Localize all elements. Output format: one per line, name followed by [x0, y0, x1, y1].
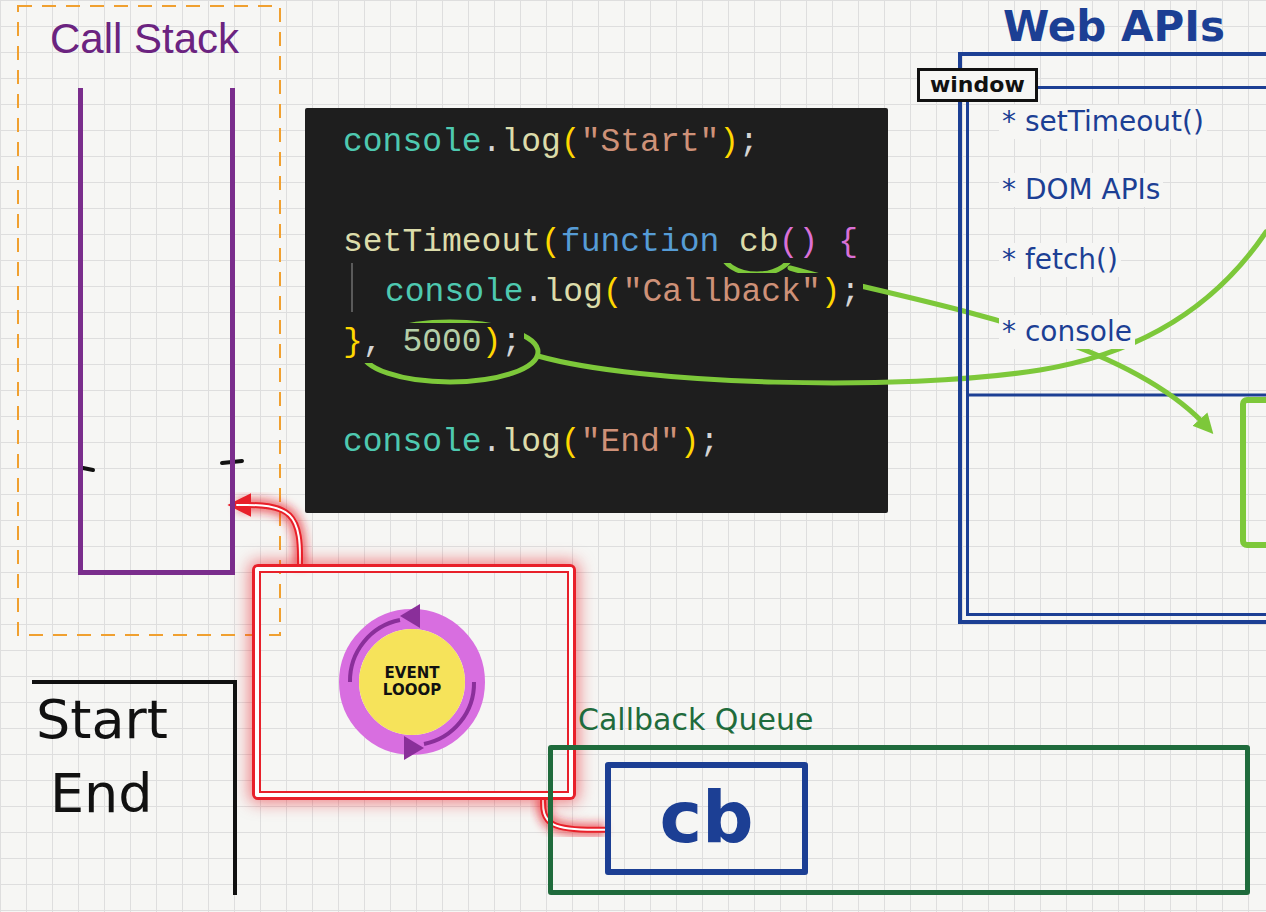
callback-queue: Callback Queuecb: [548, 745, 1250, 895]
connector-highlight: [237, 505, 300, 567]
text-slot: console.log("Start");: [340, 123, 762, 163]
code-line: setTimeout(function cb() {: [340, 223, 861, 263]
tick-mark: [83, 468, 93, 470]
code-token: }: [343, 324, 363, 361]
code-token: log: [501, 124, 560, 161]
flow-arrow: [237, 505, 300, 567]
code-token: .: [482, 124, 502, 161]
panel-divider: [969, 394, 1266, 397]
text-slot: window: [917, 68, 1038, 102]
api-item: * console: [999, 315, 1135, 349]
call-stack-frame: [18, 6, 280, 635]
text-slot: * setTimeout(): [999, 105, 1207, 139]
panel-heading: Web APIs: [1003, 6, 1225, 48]
text-slot: EVENT LOOOP: [371, 665, 453, 700]
code-token: cb: [739, 224, 779, 261]
text-slot: End: [50, 762, 153, 827]
code-token: {: [838, 224, 858, 261]
code-token: ;: [501, 324, 521, 361]
code-token: (: [779, 224, 799, 261]
api-item: * DOM APIs: [999, 173, 1163, 207]
code-token: ;: [739, 124, 759, 161]
code-token: 5000: [402, 324, 481, 361]
output-line: Start: [36, 688, 168, 753]
code-token: [383, 324, 403, 361]
text-slot: Callback Queue: [578, 702, 813, 738]
callback-label: cb: [611, 774, 802, 860]
text-slot: * console: [999, 315, 1135, 349]
callback-leader: [790, 268, 1208, 428]
text-slot: console.log("End");: [340, 423, 722, 463]
console-output: StartEnd: [32, 680, 237, 895]
code-background: [305, 108, 888, 513]
text-slot: setTimeout(function cb() {: [340, 223, 861, 263]
loop-arrow: [400, 604, 420, 628]
code-token: function: [561, 224, 719, 261]
code-token: ;: [841, 274, 861, 311]
code-token: ): [821, 274, 841, 311]
text-slot: console.log("Callback");: [382, 273, 863, 313]
code-panel: console.log("Start");setTimeout(function…: [305, 108, 888, 513]
event-loop-box: EVENT LOOOP: [255, 567, 573, 797]
text-slot: * DOM APIs: [999, 173, 1163, 207]
indent-guide: [351, 262, 353, 312]
stack-heading: Call Stack: [50, 14, 239, 64]
code-token: "Start": [581, 124, 720, 161]
code-token: .: [524, 274, 544, 311]
code-token: ;: [700, 424, 720, 461]
api-item: * fetch(): [999, 243, 1121, 277]
text-slot: * fetch(): [999, 243, 1121, 277]
loop-core: [359, 629, 465, 735]
text-slot: Web APIs: [1003, 6, 1225, 48]
code-token: ): [680, 424, 700, 461]
callback-item: cb: [605, 762, 808, 875]
code-token: log: [543, 274, 602, 311]
code-token: [719, 224, 739, 261]
text-slot: cb: [611, 774, 802, 860]
code-token: [818, 224, 838, 261]
code-token: console: [343, 124, 482, 161]
timer-box: [1243, 400, 1266, 545]
call-stack: Call Stack: [78, 88, 235, 575]
text-slot: }, 5000);: [340, 323, 524, 363]
code-token: "End": [581, 424, 680, 461]
output-line: End: [50, 762, 153, 827]
code-token: ,: [363, 324, 383, 361]
code-token: log: [501, 424, 560, 461]
code-line: console.log("End");: [340, 423, 722, 463]
window-tab: window: [917, 68, 1038, 102]
code-token: console: [385, 274, 524, 311]
loop-arrow: [404, 736, 424, 760]
window-box: window* setTimeout()* DOM APIs* fetch()*…: [966, 86, 1266, 616]
code-token: setTimeout: [343, 224, 541, 261]
text-slot: Start: [36, 688, 168, 753]
code-token: (: [561, 424, 581, 461]
code-line: console.log("Callback");: [382, 273, 863, 313]
queue-heading: Callback Queue: [578, 702, 813, 738]
code-line: }, 5000);: [340, 323, 524, 363]
code-token: ): [482, 324, 502, 361]
connector-glow: [237, 505, 300, 567]
code-token: console: [343, 424, 482, 461]
code-line: console.log("Start");: [340, 123, 762, 163]
code-token: (: [541, 224, 561, 261]
code-token: ): [799, 224, 819, 261]
code-token: (: [603, 274, 623, 311]
code-token: .: [482, 424, 502, 461]
code-token: "Callback": [623, 274, 821, 311]
web-apis-panel: Web APIswindow* setTimeout()* DOM APIs* …: [958, 52, 1266, 624]
loop-ring: [349, 619, 475, 745]
loop-label: EVENT LOOOP: [371, 665, 453, 700]
text-slot: Call Stack: [50, 14, 239, 64]
api-item: * setTimeout(): [999, 105, 1207, 139]
code-token: (: [561, 124, 581, 161]
code-token: ): [719, 124, 739, 161]
